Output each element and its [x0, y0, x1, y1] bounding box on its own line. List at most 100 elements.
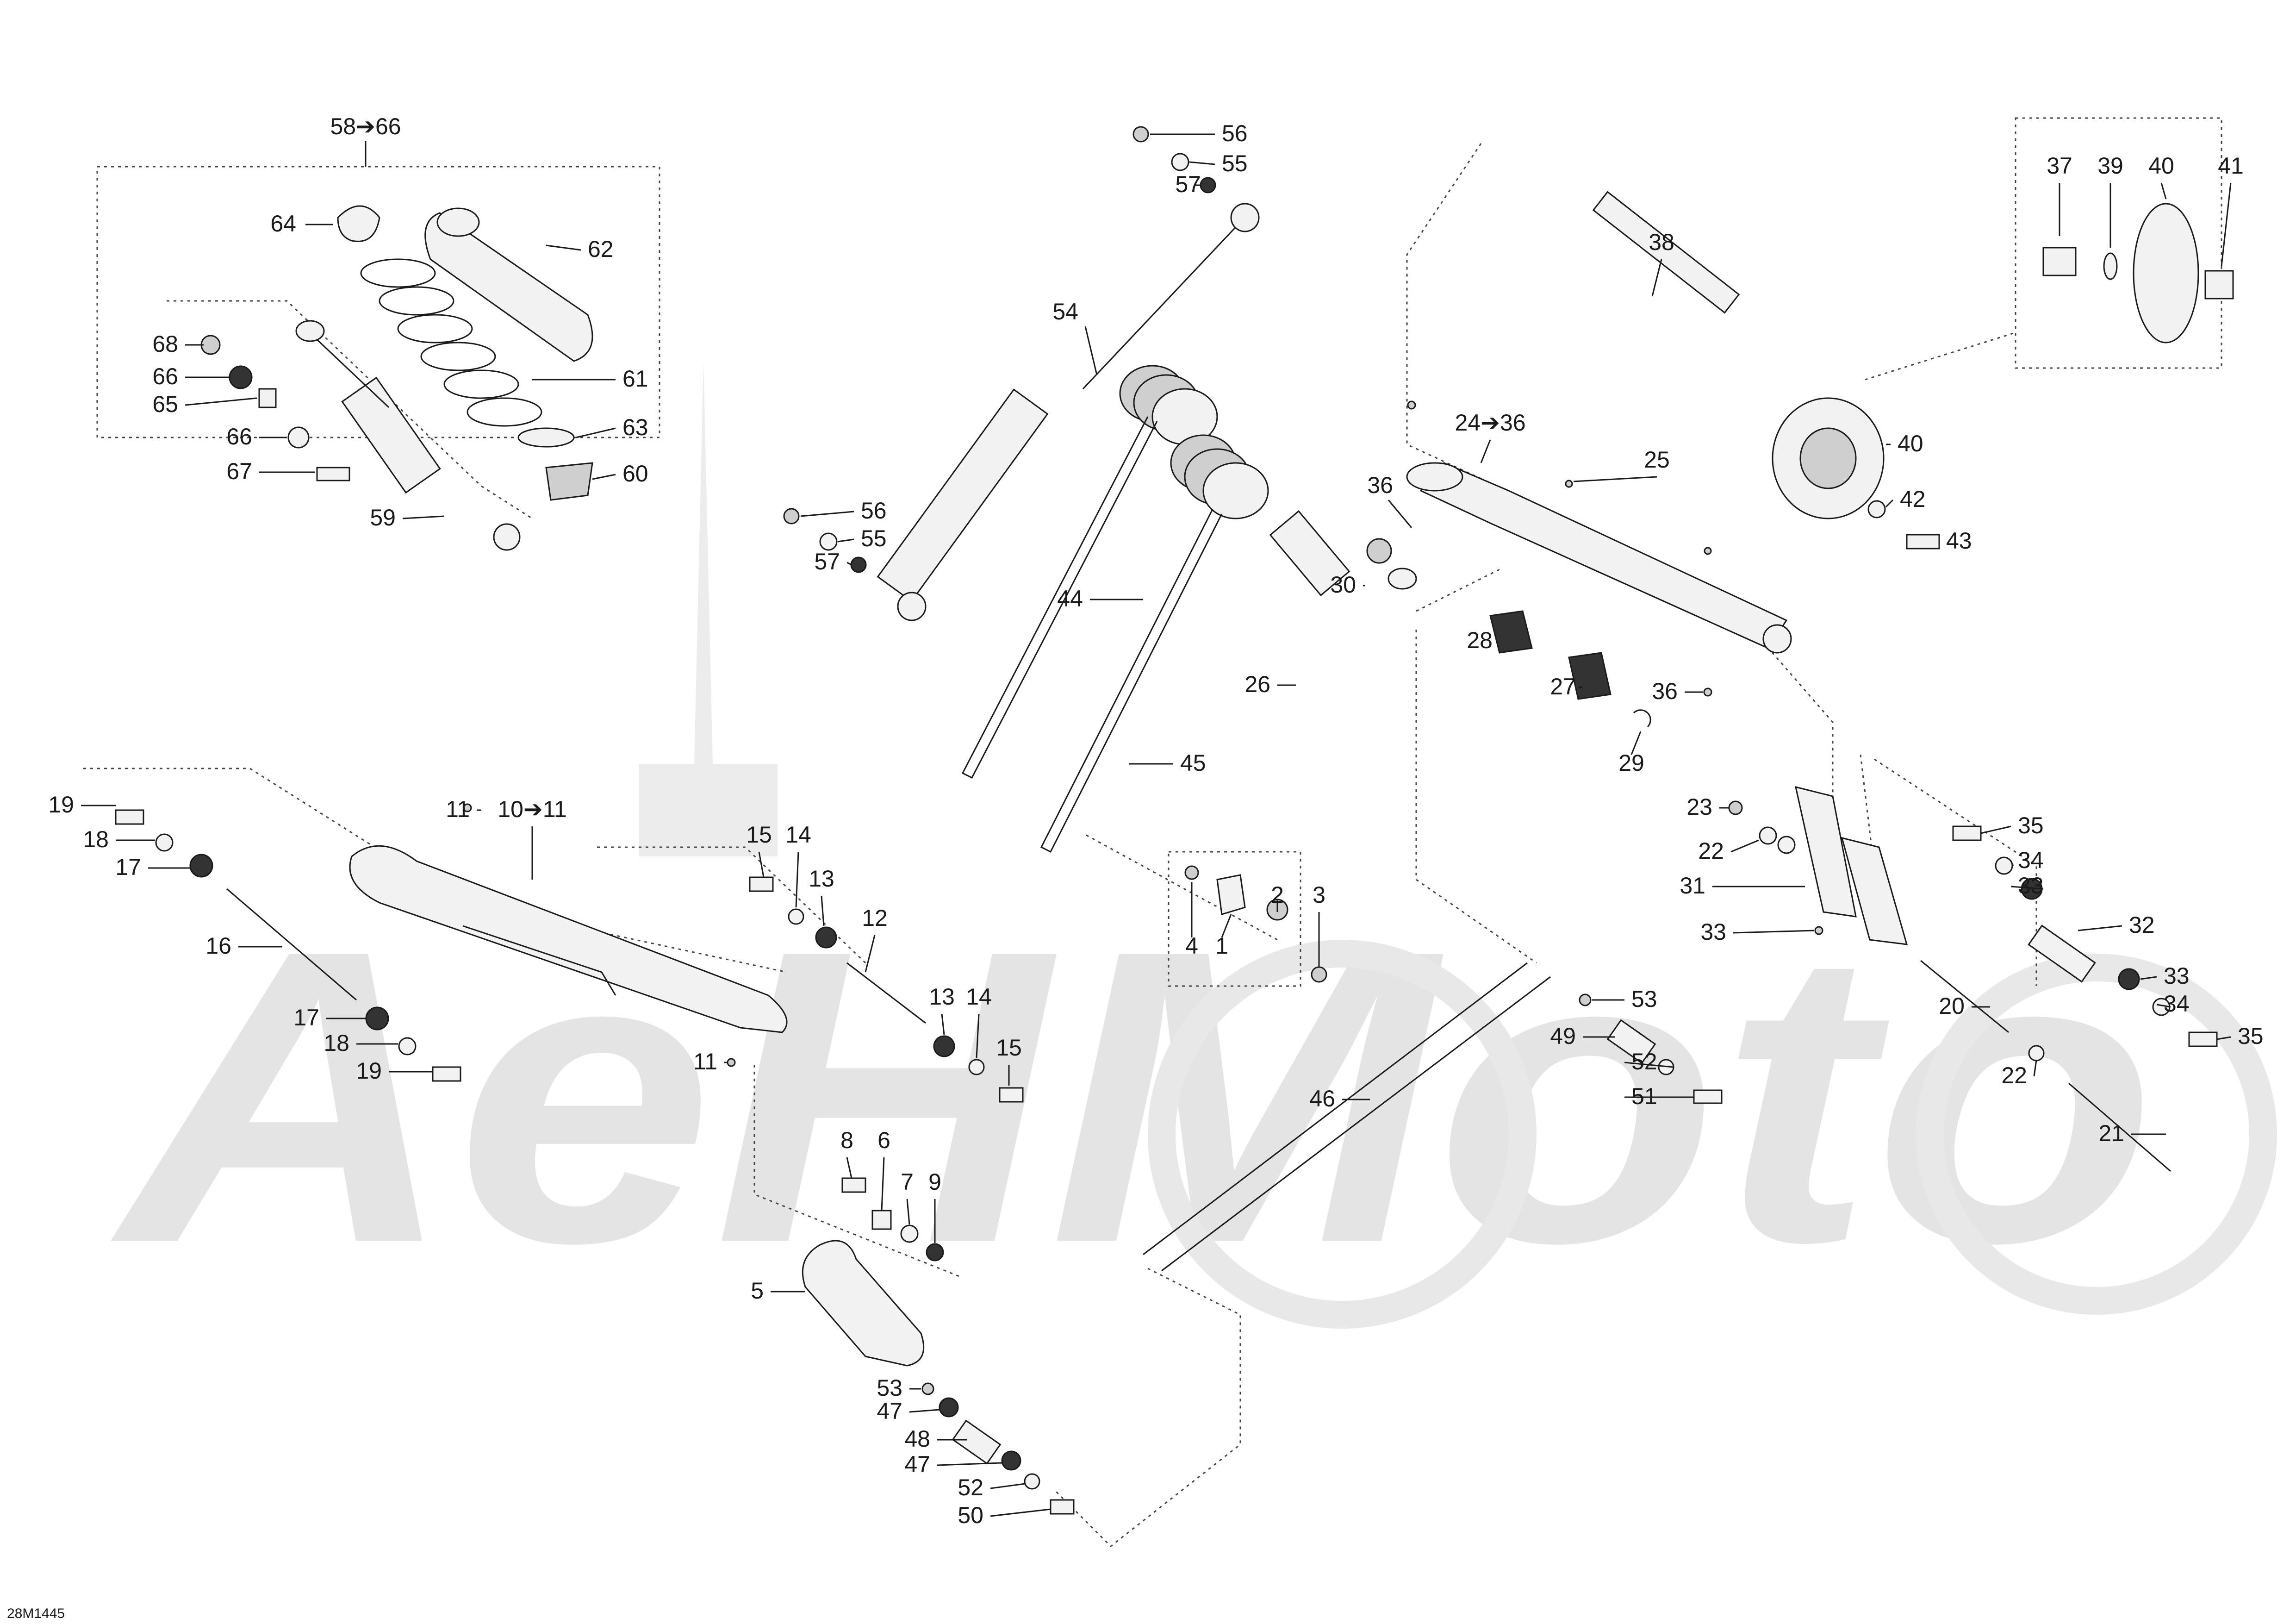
clip-29-part — [1633, 709, 1651, 728]
watermark: AeHMoto — [106, 361, 2277, 1329]
washer-52-bottom-part — [1024, 1473, 1040, 1490]
clip-1-part — [1216, 874, 1246, 915]
clip-arrow-line — [1083, 832, 1278, 941]
leader-line — [941, 1013, 945, 1035]
nut-57-top-part — [1200, 177, 1216, 194]
bolt-43-part — [1906, 534, 1940, 550]
idler-arrow-line — [1865, 332, 2014, 381]
leader-line — [976, 1013, 980, 1058]
leader-line — [1084, 326, 1098, 375]
preload-ring-part — [517, 427, 575, 448]
callout-label: 33 — [2018, 873, 2044, 899]
spring-retainer-part — [337, 205, 380, 242]
callout-label: 56 — [1222, 120, 1248, 146]
callout-label: 66 — [226, 424, 252, 450]
callout-label: 25 — [1644, 447, 1670, 473]
callout-label: 4 — [1185, 933, 1198, 959]
bolt-56-top-part — [1132, 126, 1149, 143]
callout-label: 14 — [785, 822, 811, 848]
torsion-spring-coil-2 — [1170, 434, 1269, 519]
shock-bottom-eye-part — [493, 523, 521, 551]
callout-label: 57 — [1175, 171, 1201, 197]
bearing-37-part — [2042, 247, 2077, 276]
callout-label: 11 — [693, 1049, 717, 1074]
clip-4-part — [1184, 865, 1199, 880]
callout-label: 60 — [622, 461, 648, 487]
callout-label: 40 — [1898, 431, 1923, 456]
shaft-16-part — [226, 888, 357, 1001]
callout-label: 26 — [1244, 671, 1270, 697]
callout-label: 19 — [48, 792, 74, 818]
callout-label: 13 — [809, 866, 834, 892]
leader-line — [576, 427, 616, 438]
front-arm-10-part — [349, 845, 788, 1033]
callout-label: 32 — [2129, 912, 2155, 938]
washer-14b-part — [968, 1059, 985, 1075]
nut-53-bottom-part — [921, 1382, 934, 1395]
callout-label: 2 — [1271, 882, 1284, 908]
watermark-text: AeHMoto — [106, 863, 2157, 1329]
callout-label: 48 — [904, 1426, 930, 1452]
callout-label: 18 — [324, 1030, 349, 1056]
shaft-20-part — [1920, 960, 2009, 1033]
pin-33-part — [1814, 926, 1823, 935]
front-arm-guide-3 — [753, 1065, 963, 1279]
rod-46a-part — [1143, 962, 1528, 1255]
leader-line — [185, 397, 257, 406]
nut-9-part — [926, 1243, 944, 1262]
callout-label: 17 — [293, 1005, 319, 1031]
front-shock-top-eye-part — [1230, 203, 1260, 232]
torsion-spring-coil-1 — [1119, 365, 1218, 445]
callout-label: 59 — [370, 505, 396, 531]
callout-label: 11 — [446, 796, 470, 822]
cross-rod-assembly — [1143, 962, 1723, 1272]
bolt-8-part — [841, 1177, 866, 1193]
leader-line — [2156, 1004, 2171, 1008]
callout-label: 1 — [1215, 933, 1228, 959]
callout-label: 17 — [115, 854, 141, 880]
idler-wheel-kit — [1592, 191, 2234, 550]
rear-arm-24-part — [1419, 462, 1788, 649]
callout-label: 21 — [2098, 1120, 2124, 1146]
callout-label: 55 — [861, 525, 887, 551]
callout-label: 38 — [1649, 229, 1674, 255]
rear-arm-end-part — [1762, 624, 1792, 654]
leader-line — [837, 538, 854, 543]
callout-label: 52 — [1631, 1049, 1657, 1074]
leader-line — [800, 511, 854, 517]
callout-label: 22 — [1698, 838, 1724, 864]
leader-line — [402, 515, 445, 519]
callout-label: 28 — [1467, 627, 1493, 653]
watermark-wheel-2 — [1916, 954, 2277, 1315]
clip-parts-box — [1168, 851, 1301, 987]
callout-label: 15 — [746, 822, 772, 848]
shaft-21-part — [2068, 1082, 2171, 1172]
callout-label: 30 — [1330, 572, 1356, 598]
callout-label: 31 — [1680, 873, 1705, 899]
leader-line — [906, 1199, 910, 1225]
callout-label: 63 — [622, 414, 648, 440]
washer-42-part — [1867, 500, 1886, 518]
leader-line — [1885, 499, 1894, 508]
callout-label: 47 — [877, 1398, 902, 1424]
callout-label: 19 — [356, 1058, 382, 1084]
leader-line — [881, 1157, 885, 1211]
callout-label: 67 — [226, 458, 252, 484]
washer-18a-part — [155, 833, 174, 852]
callout-label: 24➔36 — [1455, 410, 1525, 436]
bolt-50-part — [1050, 1499, 1075, 1515]
callout-label: 35 — [2238, 1023, 2264, 1049]
callout-label: 36 — [1367, 472, 1393, 498]
callout-label: 15 — [996, 1035, 1022, 1061]
bushing-17a-part — [189, 854, 213, 878]
callout-label: 13 — [929, 984, 955, 1010]
leader-line — [865, 935, 876, 973]
callout-label: 7 — [901, 1169, 914, 1195]
rod-46b-part — [1161, 976, 1551, 1272]
callout-label: 29 — [1618, 750, 1644, 776]
callout-label: 20 — [1939, 993, 1965, 1019]
pin-36a-part — [1407, 400, 1416, 410]
leader-line — [846, 562, 852, 566]
callout-label: 22 — [2001, 1062, 2027, 1088]
nut-68-part — [200, 335, 221, 355]
